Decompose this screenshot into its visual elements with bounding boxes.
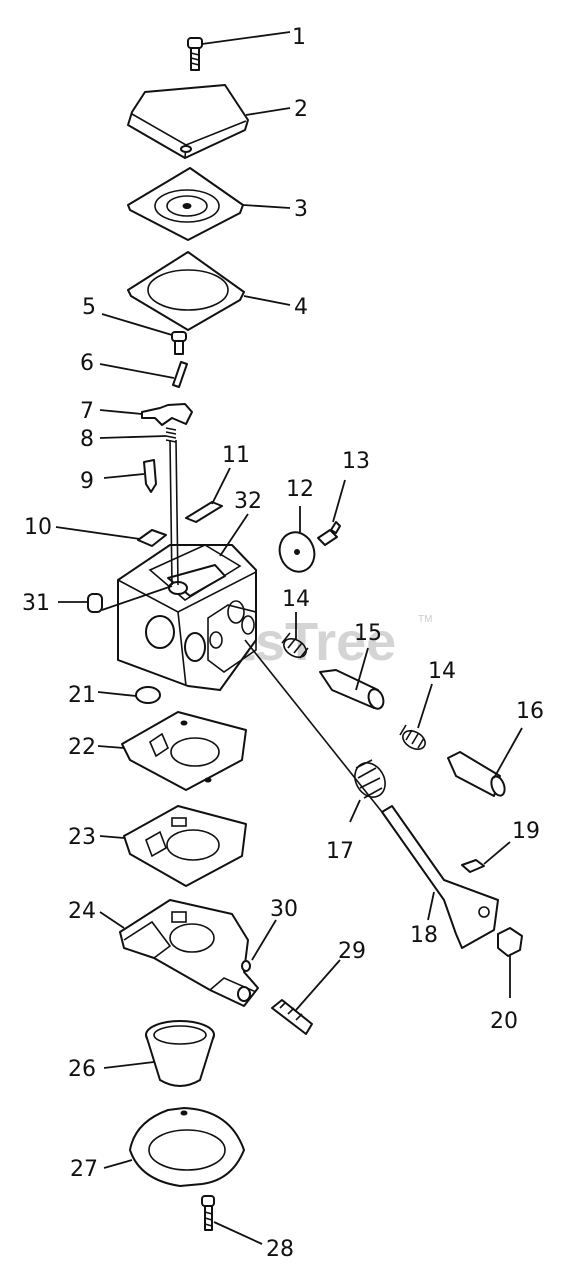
callout-2: 2 bbox=[294, 97, 308, 122]
part-17-spring[interactable] bbox=[349, 757, 391, 802]
part-31-plug[interactable] bbox=[87, 593, 103, 613]
part-22-gasket[interactable] bbox=[121, 711, 247, 791]
part-6-pin[interactable] bbox=[172, 361, 188, 388]
part-13-screw[interactable] bbox=[317, 521, 341, 546]
part-7-lever[interactable] bbox=[141, 403, 193, 426]
callout-28: 28 bbox=[266, 1237, 294, 1262]
callout-31: 31 bbox=[22, 591, 50, 616]
callout-4: 4 bbox=[294, 295, 308, 320]
part-1-screw[interactable] bbox=[187, 37, 203, 71]
part-2-cover[interactable] bbox=[127, 84, 249, 159]
callout-14a: 14 bbox=[282, 587, 310, 612]
callout-19: 19 bbox=[512, 819, 540, 844]
callout-20: 20 bbox=[490, 1009, 518, 1034]
callout-24: 24 bbox=[68, 899, 96, 924]
part-15-needle[interactable] bbox=[319, 669, 386, 711]
part-24-pump-body[interactable] bbox=[119, 899, 259, 1007]
callout-27: 27 bbox=[70, 1157, 98, 1182]
callout-5: 5 bbox=[82, 295, 96, 320]
part-4-gasket[interactable] bbox=[127, 251, 245, 331]
part-14-spring-upper[interactable] bbox=[281, 632, 310, 661]
callout-13: 13 bbox=[342, 449, 370, 474]
watermark-trademark: TM bbox=[418, 614, 432, 625]
callout-numbers: 1 2 3 4 5 6 7 8 9 10 11 12 13 14 15 14 1… bbox=[22, 25, 544, 1262]
callout-15: 15 bbox=[354, 621, 382, 646]
callout-18: 18 bbox=[410, 923, 438, 948]
callout-11: 11 bbox=[222, 443, 250, 468]
part-5-screw[interactable] bbox=[171, 331, 187, 355]
part-30-screw[interactable] bbox=[241, 960, 251, 972]
callout-9: 9 bbox=[80, 469, 94, 494]
part-21-plug[interactable] bbox=[135, 686, 161, 704]
part-8-spring[interactable] bbox=[165, 427, 177, 443]
callout-8: 8 bbox=[80, 427, 94, 452]
part-28-screw[interactable] bbox=[201, 1195, 215, 1231]
part-12-disc[interactable] bbox=[274, 527, 320, 576]
part-11-screen[interactable] bbox=[185, 501, 223, 523]
callout-17: 17 bbox=[326, 839, 354, 864]
callout-12: 12 bbox=[286, 477, 314, 502]
callout-3: 3 bbox=[294, 197, 308, 222]
callout-16: 16 bbox=[516, 699, 544, 724]
callout-23: 23 bbox=[68, 825, 96, 850]
callout-1: 1 bbox=[292, 25, 306, 50]
callout-29: 29 bbox=[338, 939, 366, 964]
part-18-shaft[interactable] bbox=[244, 639, 499, 949]
part-3-diaphragm[interactable] bbox=[127, 167, 244, 241]
part-20-nut[interactable] bbox=[497, 927, 523, 957]
callout-21: 21 bbox=[68, 683, 96, 708]
part-14-spring-lower[interactable] bbox=[399, 724, 429, 753]
part-9-needle[interactable] bbox=[143, 459, 157, 493]
leader-lines bbox=[55, 31, 523, 1245]
part-32-carburetor-body[interactable] bbox=[117, 439, 257, 691]
callout-7: 7 bbox=[80, 399, 94, 424]
part-19-clip[interactable] bbox=[461, 859, 485, 873]
callout-26: 26 bbox=[68, 1057, 96, 1082]
part-27-gasket[interactable] bbox=[129, 1107, 245, 1187]
callout-22: 22 bbox=[68, 735, 96, 760]
part-16-needle[interactable] bbox=[447, 751, 507, 797]
callout-14b: 14 bbox=[428, 659, 456, 684]
callout-30: 30 bbox=[270, 897, 298, 922]
callout-10: 10 bbox=[24, 515, 52, 540]
callout-6: 6 bbox=[80, 351, 94, 376]
part-26-cup[interactable] bbox=[145, 1020, 215, 1087]
part-29-screw[interactable] bbox=[271, 999, 313, 1035]
part-23-diaphragm[interactable] bbox=[123, 805, 247, 887]
callout-32: 32 bbox=[234, 489, 262, 514]
part-10-seal[interactable] bbox=[137, 529, 167, 547]
